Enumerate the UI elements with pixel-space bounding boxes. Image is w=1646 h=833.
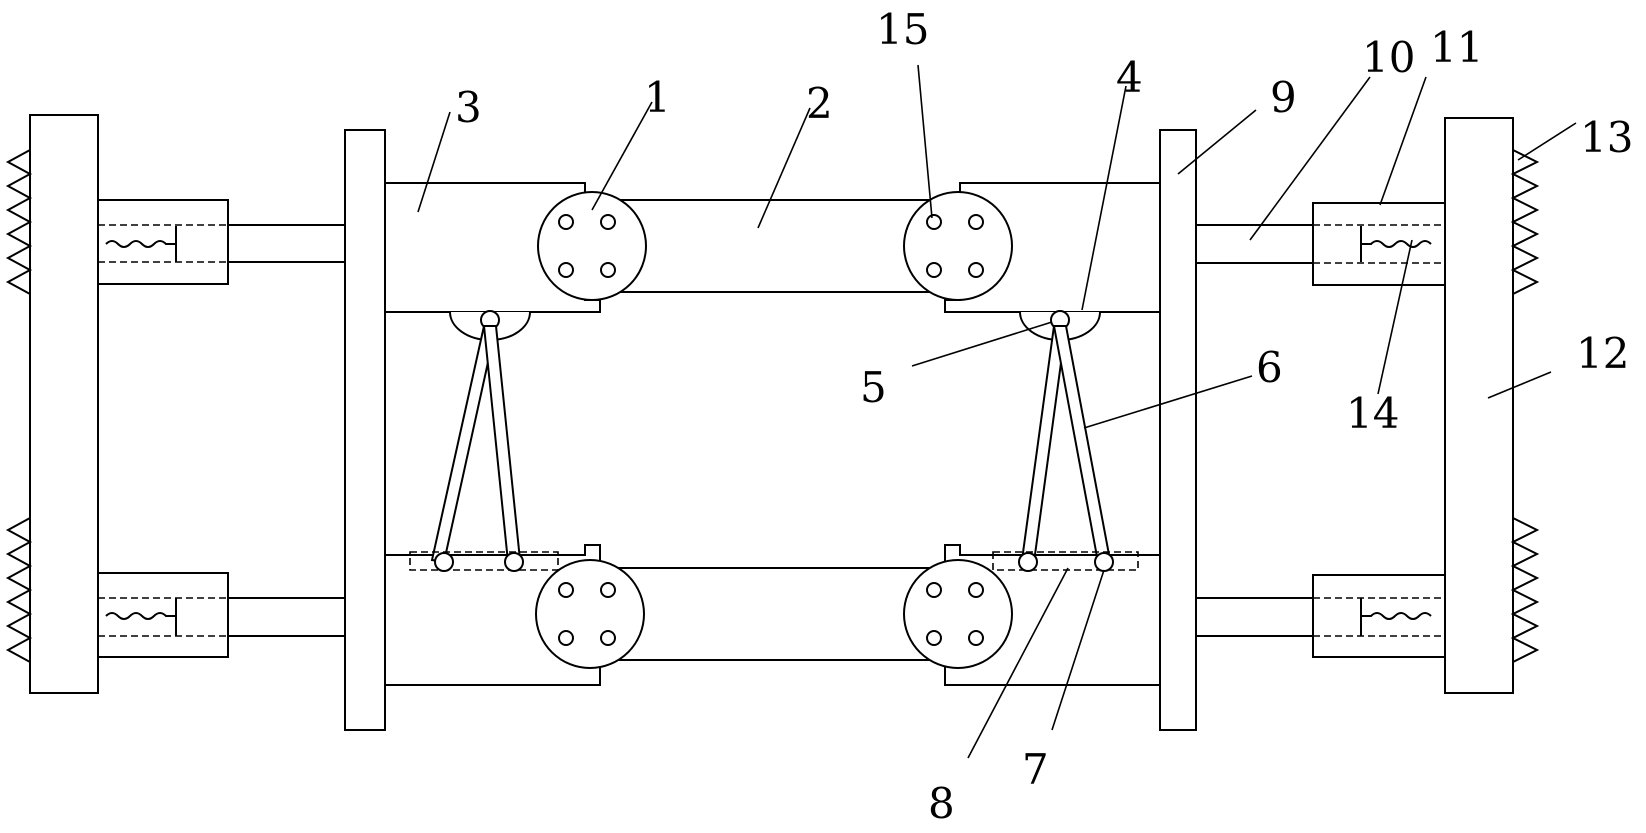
label-2: 2 [806,79,833,128]
callout-labels: 3 1 2 15 4 9 10 11 13 12 14 5 6 7 8 [455,5,1633,828]
joint-top-left [537,191,647,301]
pivot-left [449,310,531,341]
left-bottom-cylinder [97,572,345,658]
right-top-cylinder [1196,202,1446,286]
bottom-center-bar [599,567,961,661]
left-outer-plate [5,114,99,694]
label-4: 4 [1116,53,1143,102]
leader-lines [417,64,1577,759]
label-15: 15 [876,5,929,54]
joint-top-right [903,191,1013,301]
label-12: 12 [1576,329,1629,378]
right-inner-plate [1159,129,1197,731]
left-inner-plate [344,129,386,731]
joint-bottom-left [535,559,645,669]
support-rods-left [430,325,522,564]
label-5: 5 [860,363,887,412]
label-3: 3 [455,83,482,132]
support-rods-right [1020,325,1112,564]
right-bottom-cylinder [1196,574,1446,658]
left-top-cylinder [97,199,345,285]
label-6: 6 [1256,343,1283,392]
label-14: 14 [1346,389,1399,438]
top-center-bar [599,199,961,293]
label-10: 10 [1362,33,1415,82]
joint-bottom-right [903,559,1013,669]
label-11: 11 [1430,23,1483,72]
label-13: 13 [1580,113,1633,162]
label-8: 8 [928,779,955,828]
slide-track-right [992,551,1139,572]
label-9: 9 [1270,73,1297,122]
label-7: 7 [1022,745,1049,794]
slide-track-left [409,551,559,572]
label-1: 1 [644,73,671,122]
right-outer-plate [1444,117,1540,694]
